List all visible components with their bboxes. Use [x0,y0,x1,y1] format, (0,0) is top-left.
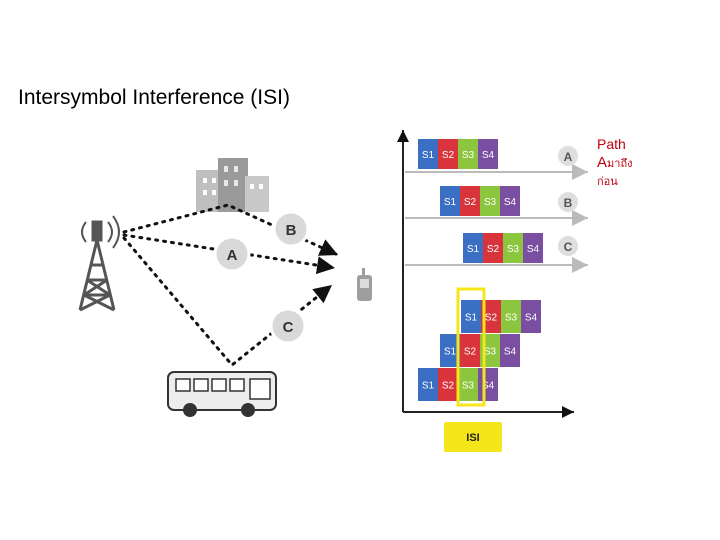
annotation-note: Path Aมาถึง ก่อน [597,135,632,191]
path-b-line [122,203,340,257]
isi-label: ISI [466,432,479,444]
symbol-block-a-bottom-3 [458,368,478,401]
symbol-block-c-bottom-1 [461,300,481,333]
timeline-b-label: B [564,196,573,210]
symbol-label-a-bottom-3: S3 [462,381,475,392]
symbol-block-b-bottom-2 [460,334,480,367]
path-b-label: B [286,222,297,239]
annotation-arrives: มาถึง [607,158,633,170]
symbol-block-b-bottom-4 [500,334,520,367]
symbol-label-c-bottom-4: S4 [525,313,538,324]
cell-tower-icon [78,215,120,312]
timeline-a-label: A [564,150,573,164]
bus-icon [167,371,277,417]
buildings-icon [196,158,269,212]
annotation-line-3: ก่อน [597,176,618,188]
symbol-label-c-bottom-1: S1 [465,313,478,324]
symbol-label-b-top-1: S1 [444,197,457,208]
symbol-label-b-top-2: S2 [464,197,477,208]
symbol-label-a-bottom-2: S2 [442,381,455,392]
symbol-block-a-top-2 [438,139,458,169]
symbol-block-c-top-1 [463,233,483,263]
symbol-label-a-top-3: S3 [462,150,475,161]
symbol-block-b-bottom-1 [440,334,460,367]
symbol-label-c-bottom-3: S3 [505,313,518,324]
symbol-label-c-top-3: S3 [507,244,520,255]
symbol-block-c-bottom-2 [481,300,501,333]
isi-highlight-frame [456,287,486,407]
symbol-label-c-top-4: S4 [527,244,540,255]
slide-title: Intersymbol Interference (ISI) [18,86,290,109]
symbol-label-a-top-1: S1 [422,150,435,161]
symbol-label-b-bottom-2: S2 [464,347,477,358]
symbol-label-a-bottom-4: S4 [482,381,495,392]
path-a-marker: A [213,235,251,273]
timeline-c-label: C [564,240,573,254]
symbol-label-a-top-4: S4 [482,150,495,161]
symbol-label-c-bottom-2: S2 [485,313,498,324]
symbol-block-c-bottom-3 [501,300,521,333]
symbol-block-b-top-3 [480,186,500,216]
annotation-line-1: Path [597,136,626,152]
path-c-line [122,236,334,368]
timeline-b-marker: B [558,192,578,212]
symbol-block-a-bottom-1 [418,368,438,401]
annotation-line-2: Aมาถึง [597,153,632,173]
annotation-path-letter: A [597,154,608,171]
symbol-label-a-top-2: S2 [442,150,455,161]
symbol-block-a-top-1 [418,139,438,169]
symbol-label-b-bottom-3: S3 [484,347,497,358]
symbol-block-a-bottom-2 [438,368,458,401]
path-c-label: C [283,319,294,336]
symbol-label-b-top-4: S4 [504,197,517,208]
path-a-label: A [227,247,238,264]
symbol-label-b-bottom-1: S1 [444,347,457,358]
symbol-label-c-top-2: S2 [487,244,500,255]
symbol-block-c-top-4 [523,233,543,263]
path-c-marker: C [269,307,307,345]
symbol-block-c-top-3 [503,233,523,263]
isi-badge: ISI [444,422,502,452]
symbol-label-b-bottom-4: S4 [504,347,517,358]
symbol-label-c-top-1: S1 [467,244,480,255]
symbol-block-c-bottom-4 [521,300,541,333]
symbol-block-b-top-2 [460,186,480,216]
timeline-c-marker: C [558,236,578,256]
symbol-label-a-bottom-1: S1 [422,381,435,392]
path-b-marker: B [272,210,310,248]
timeline-a-marker: A [558,146,578,166]
symbol-block-a-top-3 [458,139,478,169]
symbol-block-c-top-2 [483,233,503,263]
symbol-block-b-top-1 [440,186,460,216]
symbol-block-b-top-4 [500,186,520,216]
symbol-block-a-top-4 [478,139,498,169]
symbol-label-b-top-3: S3 [484,197,497,208]
mobile-phone-icon [357,268,372,301]
